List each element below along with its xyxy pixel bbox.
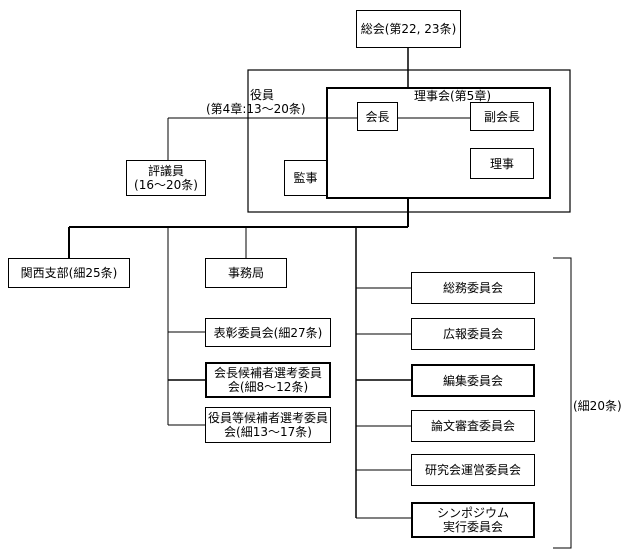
councilors-title: 評議員 bbox=[147, 164, 184, 178]
president-candidate-committee-line1: 会長候補者選考委員 bbox=[213, 366, 322, 380]
vice-president-label: 副会長 bbox=[483, 109, 520, 124]
kansai-branch-box: 関西支部(細25条) bbox=[8, 258, 130, 288]
awards-committee-box: 表彰委員会(細27条) bbox=[205, 318, 331, 347]
general-assembly-box: 総会(第22, 23条) bbox=[356, 10, 461, 48]
board-title: 理事会(第5章) bbox=[414, 89, 491, 103]
president-box: 会長 bbox=[357, 102, 398, 131]
paper-review-committee-box: 論文審査委員会 bbox=[411, 410, 535, 442]
general-assembly-label: 総会(第22, 23条) bbox=[360, 22, 457, 36]
study-group-committee-label: 研究会運営委員会 bbox=[424, 463, 521, 477]
auditor-box: 監事 bbox=[284, 160, 327, 196]
officer-candidate-committee-box: 役員等候補者選考委員 会(細13〜17条) bbox=[205, 407, 331, 443]
president-label: 会長 bbox=[365, 109, 390, 124]
councilors-article: (16〜20条) bbox=[134, 178, 198, 192]
secretariat-box: 事務局 bbox=[205, 258, 287, 288]
study-group-committee-box: 研究会運営委員会 bbox=[411, 454, 535, 486]
secretariat-label: 事務局 bbox=[227, 266, 264, 280]
officers-title: 役員 bbox=[250, 88, 275, 102]
symposium-committee-line1: シンポジウム bbox=[436, 506, 509, 520]
symposium-committee-line2: 実行委員会 bbox=[442, 520, 503, 534]
vice-president-box: 副会長 bbox=[470, 102, 534, 131]
president-candidate-committee-box: 会長候補者選考委員 会(細8〜12条) bbox=[205, 362, 331, 398]
bracket-label: (細20条) bbox=[573, 399, 622, 413]
director-box: 理事 bbox=[470, 148, 534, 179]
board-frame bbox=[326, 87, 551, 199]
officers-article: (第4章:13〜20条) bbox=[206, 102, 306, 116]
officer-candidate-committee-line2: 会(細13〜17条) bbox=[224, 425, 312, 439]
officer-candidate-committee-line1: 役員等候補者選考委員 bbox=[207, 411, 328, 425]
general-affairs-committee-label: 総務委員会 bbox=[442, 281, 503, 295]
president-candidate-committee-line2: 会(細8〜12条) bbox=[227, 380, 309, 394]
director-label: 理事 bbox=[489, 156, 514, 171]
editorial-committee-label: 編集委員会 bbox=[442, 373, 503, 388]
public-relations-committee-box: 広報委員会 bbox=[411, 318, 535, 350]
councilors-box: 評議員 (16〜20条) bbox=[126, 160, 206, 196]
public-relations-committee-label: 広報委員会 bbox=[442, 327, 503, 341]
kansai-branch-label: 関西支部(細25条) bbox=[20, 266, 118, 280]
auditor-label: 監事 bbox=[293, 171, 318, 185]
paper-review-committee-label: 論文審査委員会 bbox=[430, 419, 515, 433]
editorial-committee-box: 編集委員会 bbox=[411, 364, 535, 397]
general-affairs-committee-box: 総務委員会 bbox=[411, 272, 535, 304]
right-bracket bbox=[553, 257, 572, 549]
symposium-committee-box: シンポジウム 実行委員会 bbox=[411, 502, 535, 538]
awards-committee-label: 表彰委員会(細27条) bbox=[213, 325, 323, 340]
